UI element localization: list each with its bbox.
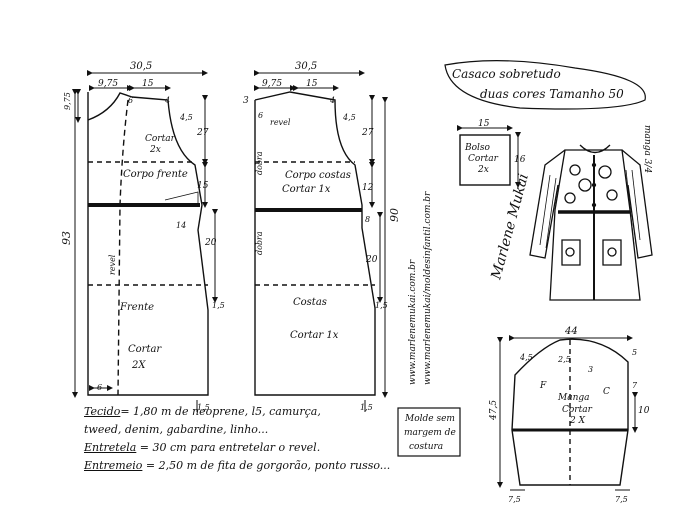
front-name-label: Frente — [119, 302, 154, 313]
back-yoke-cut: Cortar 1x — [282, 184, 331, 195]
back-neck-label: 6 — [258, 111, 263, 120]
website-urls: www.marlenemukai.com.br www.marlenemukai… — [408, 191, 433, 385]
back-cut-label: Cortar 1x — [290, 330, 339, 341]
back-name-label: Costas — [293, 297, 327, 308]
back-top-a-label: 9,75 — [262, 79, 282, 89]
back-revel-label: revel — [270, 118, 291, 127]
front-20-label: 20 — [204, 238, 217, 248]
front-side-left-label: 9,75 — [63, 92, 72, 110]
sleeve-pattern — [497, 335, 638, 491]
sleeve-labels: 44 4,5 2,5 3 5 7 47,5 10 F C Manga Corta… — [489, 326, 650, 504]
coat-illustration — [529, 144, 653, 301]
sleeve-br: 7,5 — [615, 495, 628, 504]
sleeve-right: 10 — [638, 406, 650, 416]
front-15-label: 15 — [197, 181, 209, 191]
sleeve-note: manga 3/4 — [642, 125, 652, 173]
back-fold-label-1: dobra — [255, 151, 264, 175]
box-line1: Molde sem — [404, 414, 455, 424]
front-cut2-label: Cortar — [128, 344, 162, 355]
url-b: www.marlenemukai/moldesinfantil.com.br — [423, 191, 433, 385]
sleeve-bl: 7,5 — [508, 495, 521, 504]
sleeve-a: 4,5 — [519, 353, 533, 362]
front-neck-label: 6 — [128, 96, 133, 105]
back-20-label: 20 — [365, 255, 378, 265]
box-line3: costura — [409, 442, 443, 452]
front-fold-label: revel — [108, 254, 117, 275]
title-line2: duas cores Tamanho 50 — [480, 87, 624, 101]
front-cut2-qty: 2X — [131, 360, 146, 371]
notes-line2: tweed, denim, gabardine, linho... — [84, 423, 269, 436]
front-bottom-label: 6 — [97, 383, 102, 392]
sleeve-e: 7 — [632, 381, 638, 390]
front-cut-qty: 2x — [149, 145, 161, 155]
box-line2: margem de — [404, 428, 456, 438]
front-shoulder-label: 4 — [164, 96, 170, 105]
back-hem-label: 1,5 — [360, 403, 373, 412]
back-fold-label-2: dobra — [255, 231, 264, 255]
front-labels: 30,5 9,75 15 9,75 6 4 4,5 27 15 14 20 1,… — [60, 61, 225, 412]
sleeve-name: Manga — [557, 393, 590, 403]
sleeve-qty: 2 X — [569, 416, 586, 426]
notes-line1: Tecido= 1,80 m de neoprene, l5, camurça, — [84, 405, 321, 418]
pocket-cut: Cortar — [468, 154, 499, 164]
back-armhole-label: 4,5 — [342, 113, 356, 122]
front-armhole-label: 4,5 — [179, 113, 193, 122]
front-1-5-label: 1,5 — [212, 301, 225, 310]
back-left3-label: 3 — [243, 96, 249, 106]
back-top-b-label: 15 — [306, 79, 318, 89]
back-width-label: 30,5 — [295, 61, 317, 72]
pocket-qty: 2x — [477, 165, 489, 175]
notes-line4: Entremeio = 2,50 m de fita de gorgorão, … — [84, 459, 390, 472]
notes-interfacing-title: Entretela — [84, 441, 137, 454]
sleeve-c: 3 — [588, 365, 593, 374]
notes-fabric-title: Tecido — [84, 405, 121, 418]
back-27-label: 27 — [361, 128, 374, 138]
back-labels: 30,5 9,75 15 3 6 4 4,5 revel 27 12 8 20 … — [243, 61, 401, 412]
front-27-label: 27 — [196, 128, 209, 138]
notes-interfacing-text: = 30 cm para entretelar o revel. — [136, 441, 321, 454]
front-width-label: 30,5 — [130, 61, 152, 72]
back-yoke-label: Corpo costas — [285, 170, 351, 181]
pocket-width: 15 — [478, 119, 490, 129]
back-12-label: 12 — [362, 183, 374, 193]
sleeve-b: 2,5 — [557, 355, 571, 364]
back-shoulder-label: 4 — [329, 96, 335, 105]
pocket-pattern: 15 16 Bolso Cortar 2x — [457, 119, 526, 188]
notes-trim-text: = 2,50 m de fita de gorgorão, ponto russ… — [142, 459, 391, 472]
notes-trim-title: Entremeio — [84, 459, 143, 472]
back-pattern-piece — [254, 70, 388, 412]
back-total-label: 90 — [388, 208, 401, 222]
title-block: Casaco sobretudo duas cores Tamanho 50 — [444, 60, 646, 110]
sleeve-width: 44 — [564, 326, 578, 337]
signature: Marlene Mukai — [488, 172, 532, 282]
back-1-5-label: 1,5 — [375, 301, 388, 310]
sleeve-cut: Cortar — [562, 405, 593, 415]
front-total-label: 93 — [60, 231, 73, 245]
pocket-name: Bolso — [464, 143, 491, 153]
sleeve-d: 5 — [632, 348, 637, 357]
back-8-label: 8 — [365, 215, 370, 224]
front-yoke-label: Corpo frente — [123, 169, 188, 180]
sleeve-f: F — [539, 381, 547, 391]
notes-fabric-text: = 1,80 m de neoprene, l5, camurça, — [120, 405, 321, 418]
sleeve-back: C — [603, 387, 610, 397]
notes-line3: Entretela = 30 cm para entretelar o reve… — [84, 441, 320, 454]
front-top-b-label: 15 — [142, 79, 154, 89]
front-pattern-piece — [72, 70, 218, 412]
front-hem-label: 1,5 — [197, 403, 210, 412]
front-14-label: 14 — [176, 221, 186, 230]
sleeve-left: 47,5 — [489, 400, 499, 421]
seam-allowance-box: Molde sem margem de costura — [397, 407, 461, 457]
title-line1: Casaco sobretudo — [452, 67, 561, 81]
url-a: www.marlenemukai.com.br — [408, 259, 418, 385]
pocket-height: 16 — [514, 155, 526, 165]
front-top-a-label: 9,75 — [98, 79, 118, 89]
front-cut-label: Cortar — [145, 134, 176, 144]
